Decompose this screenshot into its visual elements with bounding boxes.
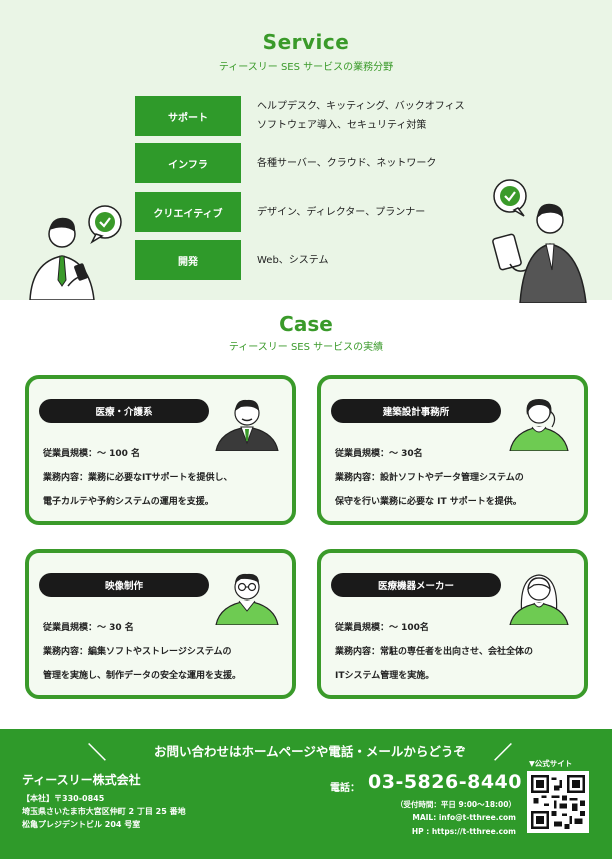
- case-card-label: 映像制作: [39, 573, 209, 597]
- case-card-task-cont: 電子カルテや予約システムの運用を支援。: [43, 497, 214, 507]
- case-subtitle: ティースリー SES サービスの実績: [228, 342, 384, 353]
- address-line: 松亀プレジデントビル 204 号室: [22, 820, 141, 829]
- service-row-creative: クリエイティブ デザイン、ディレクター、プランナー: [135, 192, 515, 232]
- address-line: 埼玉県さいたま市大宮区仲町 2 丁目 25 番地: [22, 807, 186, 816]
- phone-number[interactable]: 03-5826-8440: [368, 771, 522, 793]
- service-label: サポート: [135, 96, 241, 136]
- service-title: Service: [262, 30, 350, 54]
- case-title: Case: [279, 312, 333, 336]
- service-label: クリエイティブ: [135, 192, 241, 232]
- man-with-phone-illustration: [29, 205, 122, 300]
- check-bubble-icon: [88, 205, 122, 244]
- case-card-label: 医療機器メーカー: [331, 573, 501, 597]
- contact-footer: ＼ お問い合わせはホームページや電話・メールからどうぞ ／ ティースリー株式会社…: [0, 729, 612, 859]
- case-card-task: 業務内容：編集ソフトやストレージシステムの: [43, 647, 232, 657]
- qr-code-icon[interactable]: [527, 771, 589, 833]
- case-card-task: 業務内容：常駐の専任者を出向させ、会社全体の: [335, 647, 534, 657]
- case-card-size: 従業員規模：～ 30名: [335, 449, 423, 459]
- phone-hours: （受付時間：平日 9:00～18:00）: [395, 800, 516, 809]
- phone-label: 電話：: [330, 783, 360, 794]
- service-row-infra: インフラ 各種サーバー、クラウド、ネットワーク: [135, 143, 515, 183]
- service-description: ヘルプデスク、キッティング、バックオフィス ソフトウェア導入、セキュリティ対策: [257, 101, 465, 131]
- case-card-task: 業務内容：業務に必要なITサポートを提供し、: [43, 473, 233, 483]
- man-with-tablet-illustration: [492, 179, 587, 303]
- service-subtitle: ティースリー SES サービスの業務分野: [218, 62, 394, 73]
- service-description: Web、システム: [257, 254, 329, 266]
- businessman-avatar-icon: [215, 399, 279, 451]
- case-card-size: 従業員規模：～ 100 名: [43, 449, 141, 459]
- case-card-size: 従業員規模：～ 30 名: [43, 623, 134, 633]
- case-card-architecture: 建築設計事務所 従業員規模：～ 30名 業務内容：設計ソフトやデータ管理システム…: [317, 375, 588, 525]
- service-label: インフラ: [135, 143, 241, 183]
- case-card-task-cont: 保守を行い業務に必要な IT サポートを提供。: [335, 497, 522, 507]
- case-card-task: 業務内容：設計ソフトやデータ管理システムの: [335, 473, 524, 483]
- check-bubble-icon: [493, 179, 527, 217]
- contact-website[interactable]: HP : https://t-tthree.com: [411, 827, 516, 836]
- service-description: 各種サーバー、クラウド、ネットワーク: [257, 157, 437, 169]
- qr-label: ▼公式サイト: [529, 759, 573, 768]
- contact-email[interactable]: MAIL: info@t-tthree.com: [412, 813, 516, 822]
- company-name: ティースリー株式会社: [22, 773, 141, 787]
- service-row-development: 開発 Web、システム: [135, 240, 515, 280]
- case-card-video: 映像制作 従業員規模：～ 30 名 業務内容：編集ソフトやストレージシステムの …: [25, 549, 296, 699]
- decorative-slash-icon: ＼: [88, 743, 106, 764]
- case-card-task-cont: ITシステム管理を実施。: [335, 671, 435, 681]
- man-glasses-avatar-icon: [215, 573, 279, 625]
- woman-avatar-icon: [509, 399, 569, 451]
- case-card-label: 医療・介護系: [39, 399, 209, 423]
- service-description: デザイン、ディレクター、プランナー: [257, 206, 426, 218]
- case-card-task-cont: 管理を実施し、制作データの安全な運用を支援。: [43, 671, 242, 681]
- contact-heading: お問い合わせはホームページや電話・メールからどうぞ: [154, 744, 466, 759]
- case-card-medical: 医療・介護系 従業員規模：～ 100 名 業務内容：業務に必要なITサポートを提…: [25, 375, 296, 525]
- address-line: 【本社】〒330-0845: [22, 794, 105, 803]
- case-card-size: 従業員規模：～ 100名: [335, 623, 429, 633]
- case-card-medical-device: 医療機器メーカー 従業員規模：～ 100名 業務内容：常駐の専任者を出向させ、会…: [317, 549, 588, 699]
- service-row-support: サポート ヘルプデスク、キッティング、バックオフィス ソフトウェア導入、セキュリ…: [135, 96, 515, 136]
- decorative-slash-icon: ／: [494, 743, 512, 764]
- service-label: 開発: [135, 240, 241, 280]
- woman-long-hair-avatar-icon: [509, 574, 569, 625]
- case-card-label: 建築設計事務所: [331, 399, 501, 423]
